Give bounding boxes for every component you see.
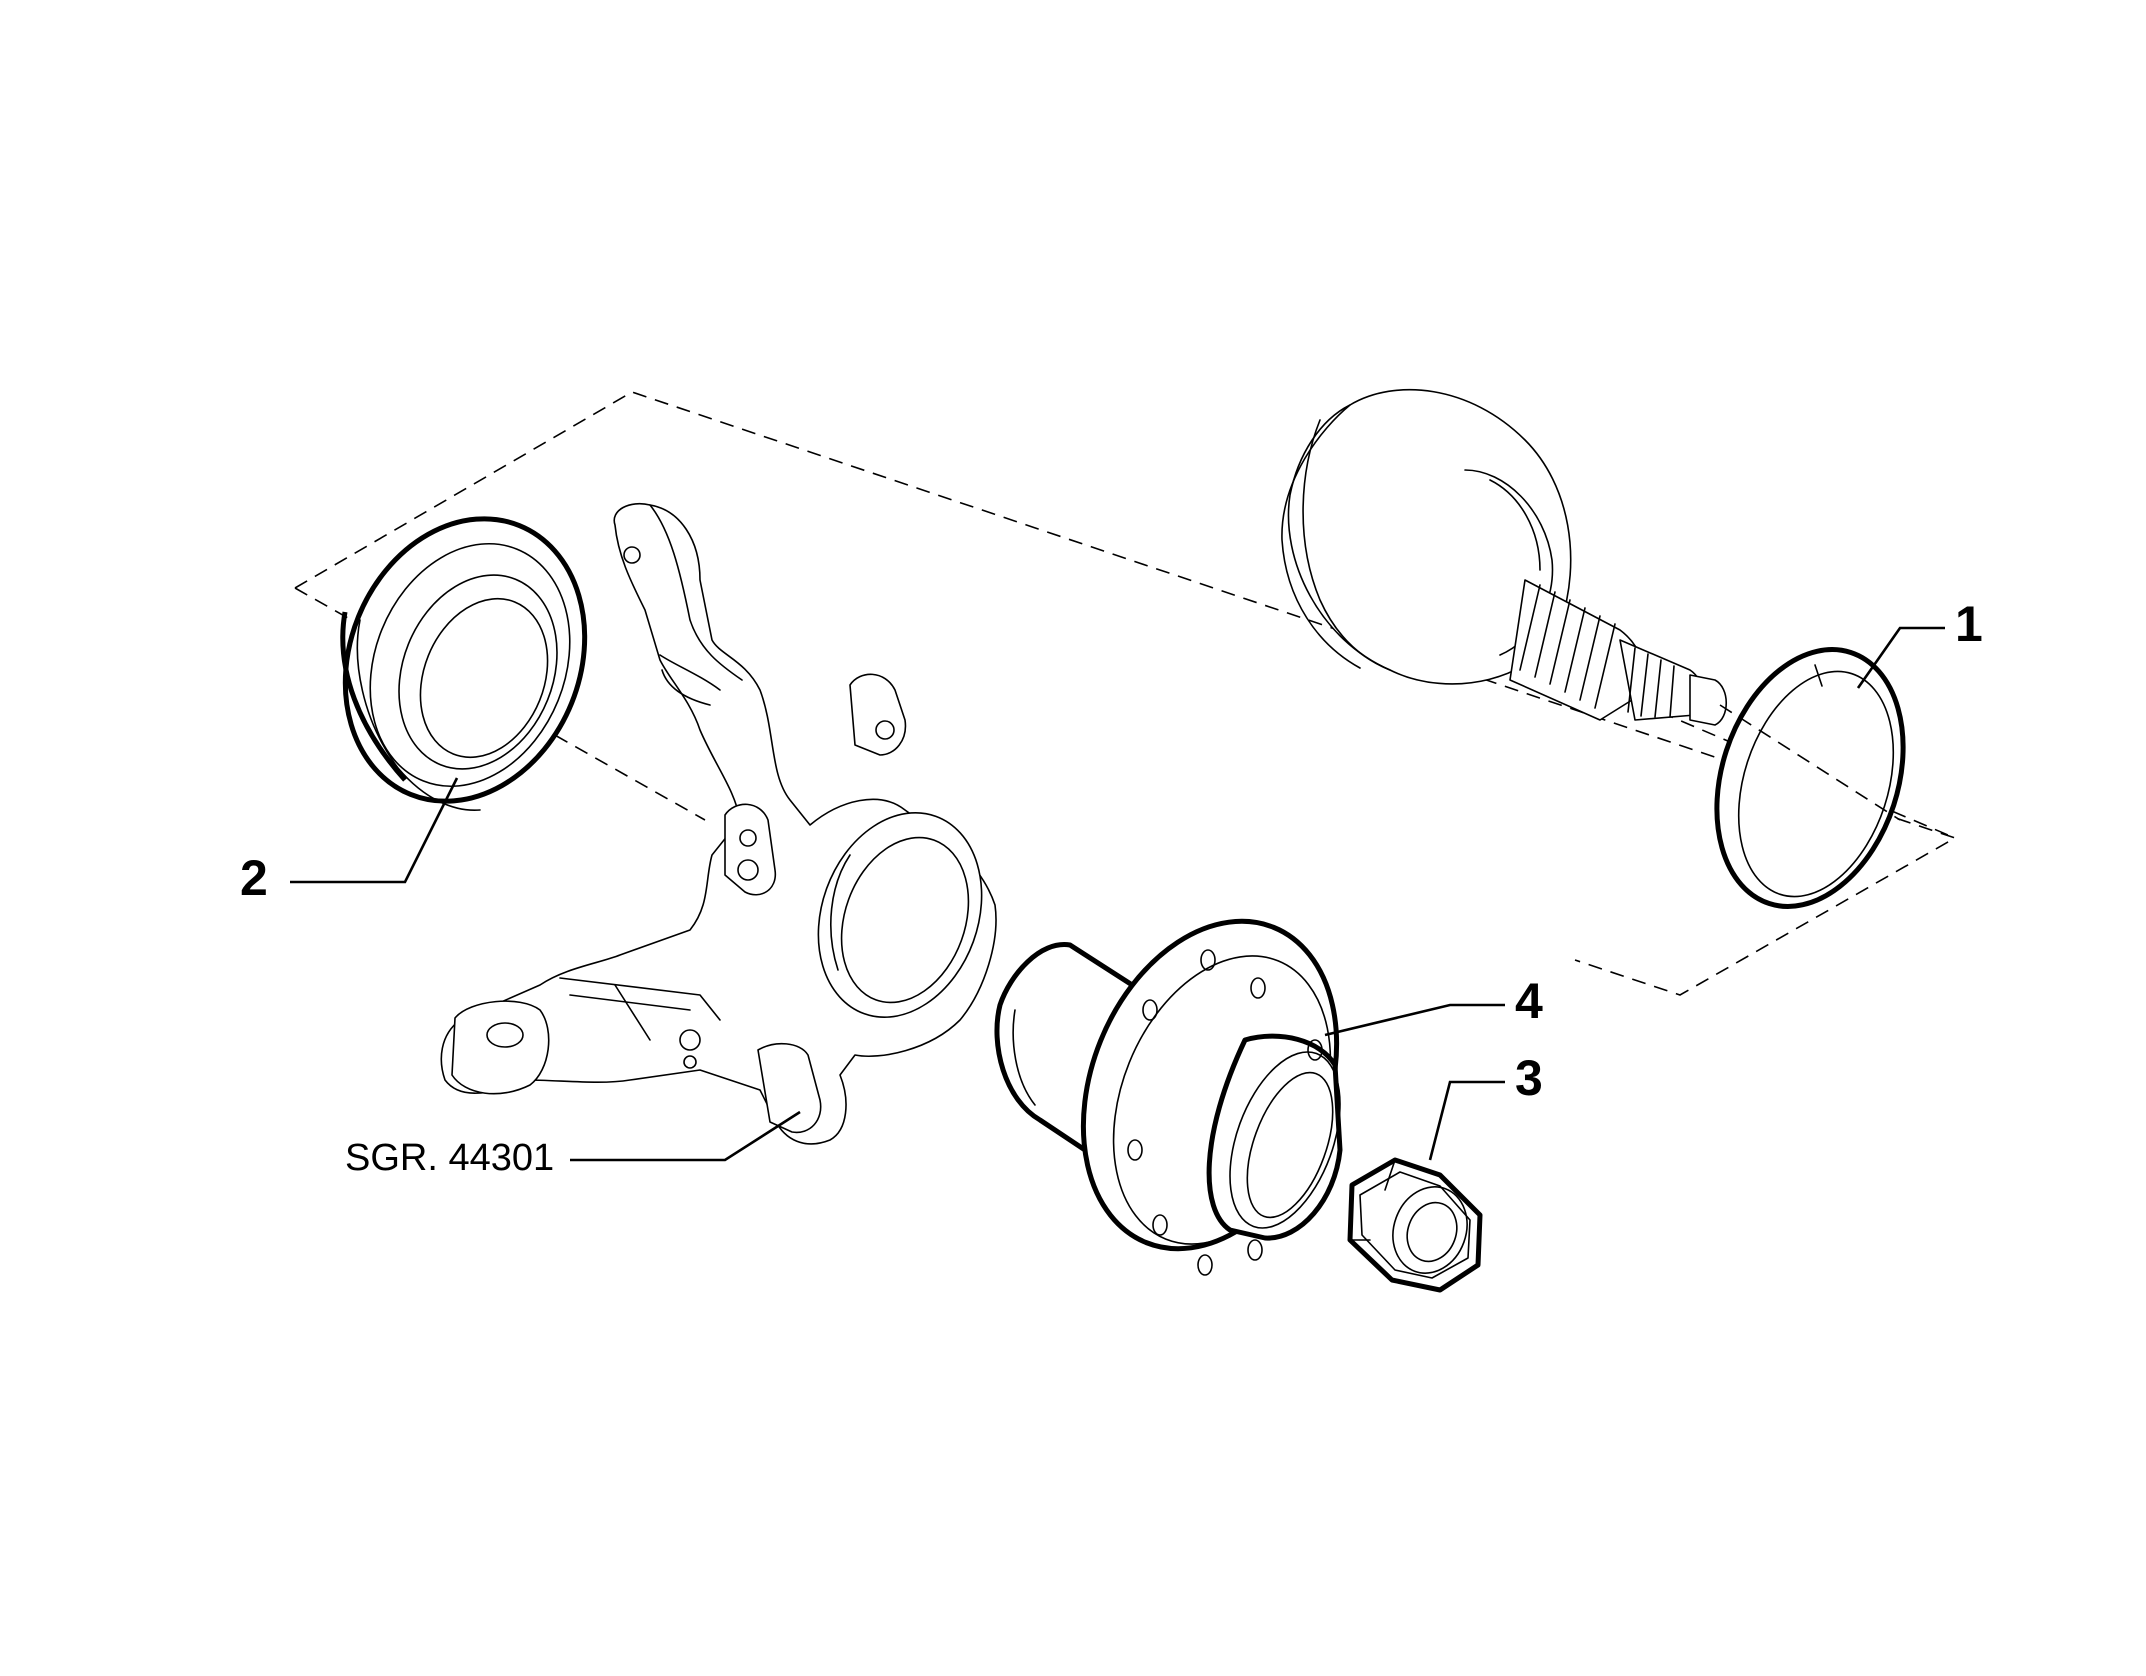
leader-1 xyxy=(1856,626,1945,689)
callout-1: 1 xyxy=(1955,596,1983,652)
snap-ring-icon xyxy=(1714,647,1906,909)
leader-lines xyxy=(290,626,1945,1162)
callout-3: 3 xyxy=(1515,1050,1543,1106)
steering-knuckle-icon xyxy=(440,503,997,1145)
wheel-hub-icon xyxy=(994,918,1343,1276)
callout-4: 4 xyxy=(1515,973,1543,1029)
leader-4 xyxy=(1324,1003,1505,1037)
reference-label: SGR. 44301 xyxy=(345,1137,554,1179)
hub-nut-icon xyxy=(1347,1157,1483,1293)
leader-ref xyxy=(570,1110,801,1162)
leader-3 xyxy=(1428,1080,1505,1161)
leader-2 xyxy=(290,777,459,884)
cv-joint-icon xyxy=(1281,389,1728,726)
bearing-icon xyxy=(340,516,588,811)
callout-2: 2 xyxy=(240,850,268,906)
